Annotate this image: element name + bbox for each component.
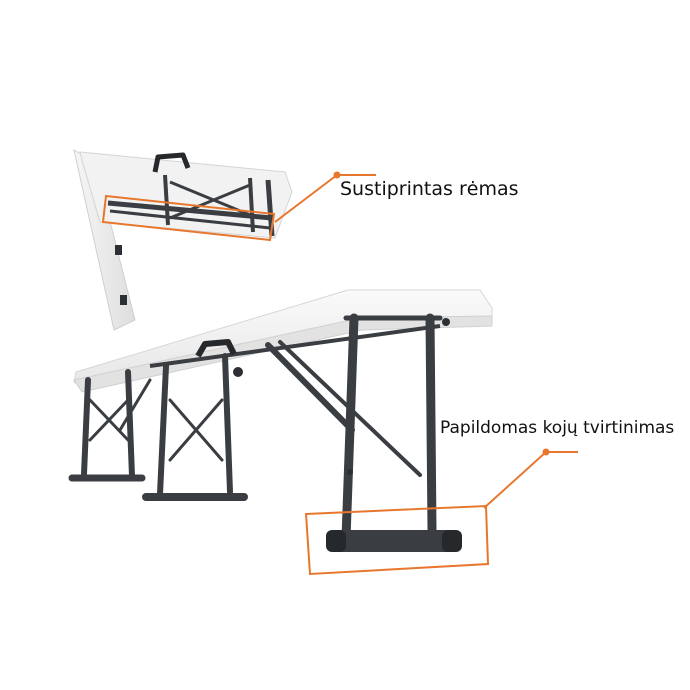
leg-set-front <box>341 313 443 543</box>
leg-set-rear <box>68 369 146 482</box>
leg-set-middle <box>118 353 248 501</box>
front-foot-bar <box>326 530 462 552</box>
frame-callout-label: Sustiprintas rėmas <box>340 178 519 200</box>
frame-callout <box>101 171 376 242</box>
legs-leader-dot <box>542 448 550 456</box>
open-bench <box>68 289 493 552</box>
legs-callout-label: Papildomas kojų tvirtinimas <box>440 418 675 438</box>
frame-leader-dot <box>333 171 341 179</box>
folded-bench <box>73 149 293 331</box>
carry-handle <box>195 339 237 358</box>
legs-callout <box>304 448 578 576</box>
legs-leader-line <box>483 451 578 509</box>
legs-highlight-box <box>304 504 490 576</box>
frame-highlight-box <box>101 194 276 242</box>
